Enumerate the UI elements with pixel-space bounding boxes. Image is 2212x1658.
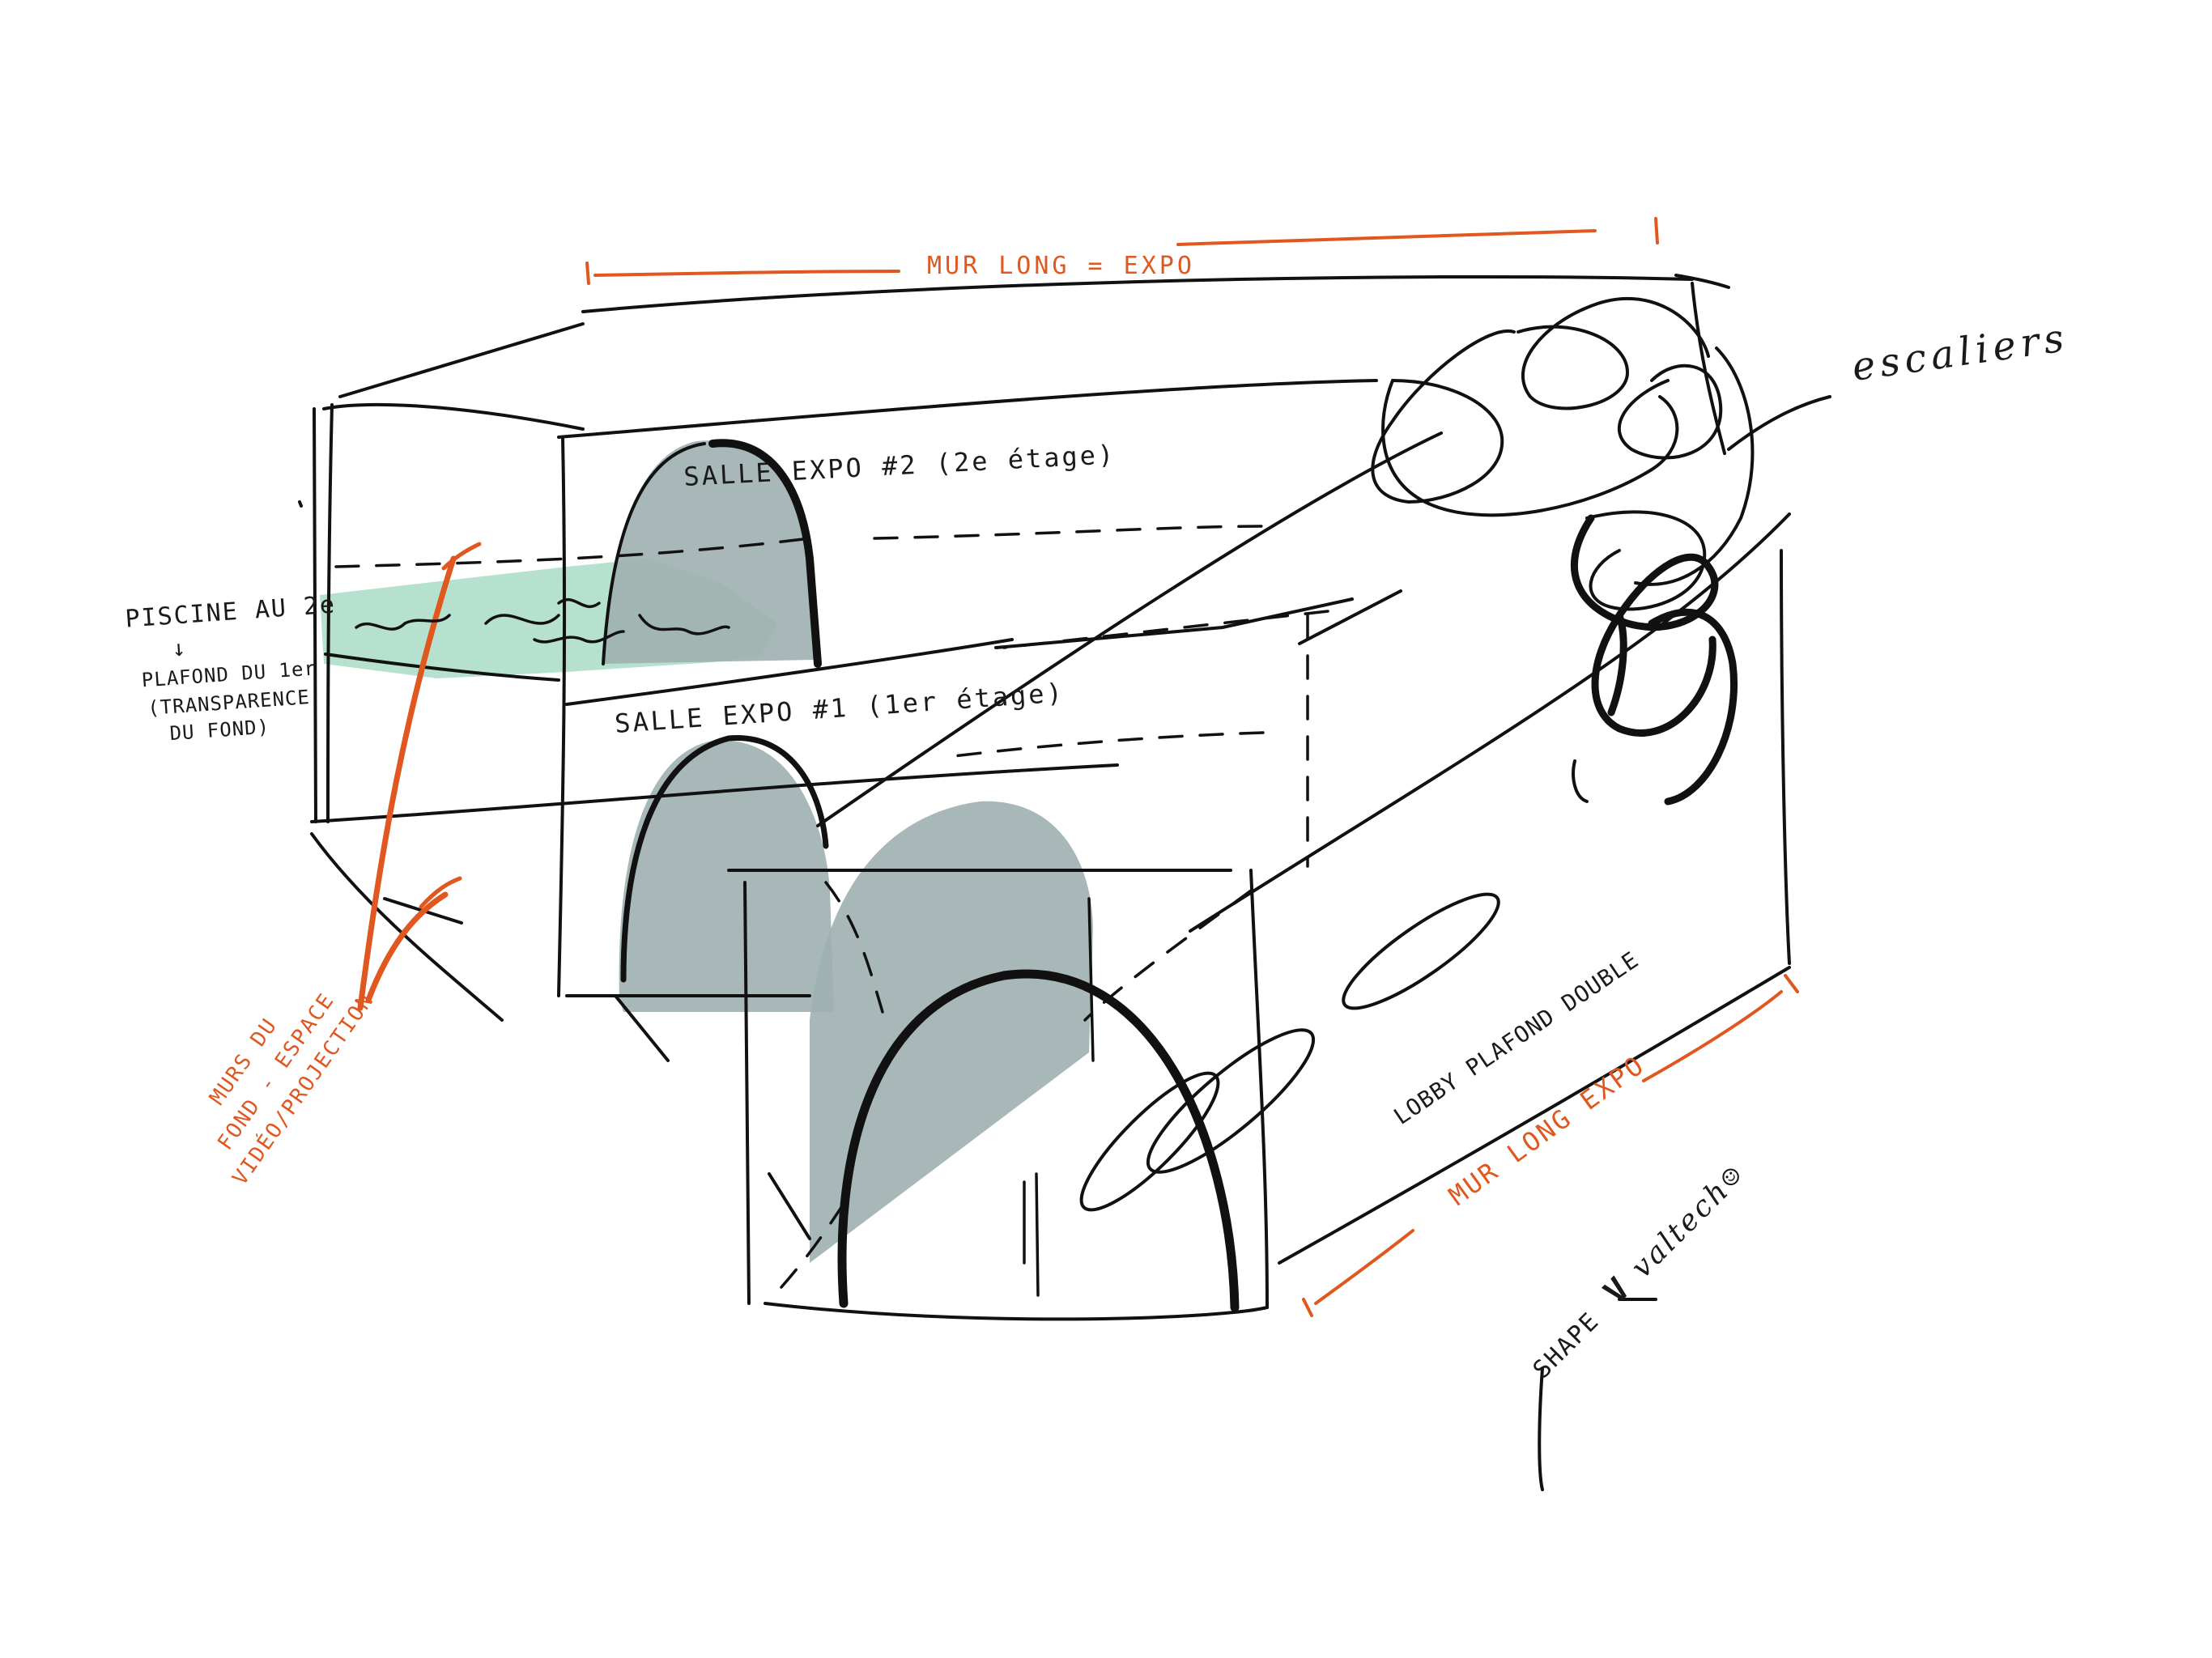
- escalier-bottom-curve: [1648, 608, 1738, 806]
- svg-text:↓: ↓: [171, 635, 186, 662]
- front-block-inner-lines: [1023, 897, 1095, 1297]
- label-mur-long-top: MUR LONG = EXPO: [927, 252, 1195, 280]
- label-escaliers: escaliers: [1849, 315, 2071, 390]
- arrow-to-back-wall-head: [419, 876, 462, 909]
- upper-arch-edge: [708, 439, 822, 668]
- escalier-loop-6: [1585, 510, 1707, 611]
- upper-arch-left-edge: [602, 442, 706, 665]
- label-piscine: PISCINE AU 2e ↓ PLAFOND DU 1er (TRANSPAR…: [124, 591, 337, 746]
- escalier-loop-4: [1381, 379, 1679, 517]
- lobby-ellipses: [1079, 892, 1500, 1212]
- building-outline: [298, 274, 1791, 1321]
- lower-right-arch-fill: [810, 801, 1093, 1263]
- svg-text:SHAPE: SHAPE: [1528, 1307, 1606, 1384]
- svg-text:PISCINE AU 2e: PISCINE AU 2e: [124, 591, 337, 634]
- svg-text:(TRANSPARENCE: (TRANSPARENCE: [147, 686, 310, 720]
- bottom-dimension-line: [1302, 974, 1799, 1317]
- escaliers-leader: [1727, 395, 1831, 451]
- svg-text:V: V: [1597, 1271, 1637, 1312]
- label-shape-valtech: SHAPE V valtech ☺: [1528, 1160, 1750, 1384]
- escalier-tail: [1572, 759, 1589, 803]
- svg-text:DU FOND): DU FOND): [169, 716, 270, 746]
- pool-waves: [355, 597, 730, 644]
- upper-arch-fill: [603, 440, 814, 664]
- escalier-loop-3: [1617, 363, 1723, 460]
- escalier-loop-2: [1516, 296, 1710, 410]
- lower-left-arch-fill: [619, 740, 834, 1012]
- escalier-loop-1: [1371, 329, 1516, 504]
- label-salle-expo-1: SALLE EXPO #1 (1er étage): [614, 677, 1066, 739]
- escalier-bottom-spiral: [1570, 514, 1719, 737]
- lower-left-arch-edge: [620, 735, 829, 983]
- roof-top-line: [581, 274, 1694, 313]
- arrow-to-pool-head: [441, 542, 482, 571]
- svg-text:valtech: valtech: [1625, 1173, 1736, 1284]
- arrow-to-back-wall: [365, 891, 449, 1003]
- hidden-lines: [334, 525, 1329, 1289]
- escaliers-spirals: [1371, 296, 1755, 611]
- label-murs-du-fond: MURS DU FOND - ESPACE VIDÉO/PROJECTION: [205, 988, 379, 1190]
- top-dimension-line: [585, 217, 1659, 285]
- escalier-loop-5: [1634, 346, 1755, 586]
- signature-marks: [1538, 1298, 1657, 1491]
